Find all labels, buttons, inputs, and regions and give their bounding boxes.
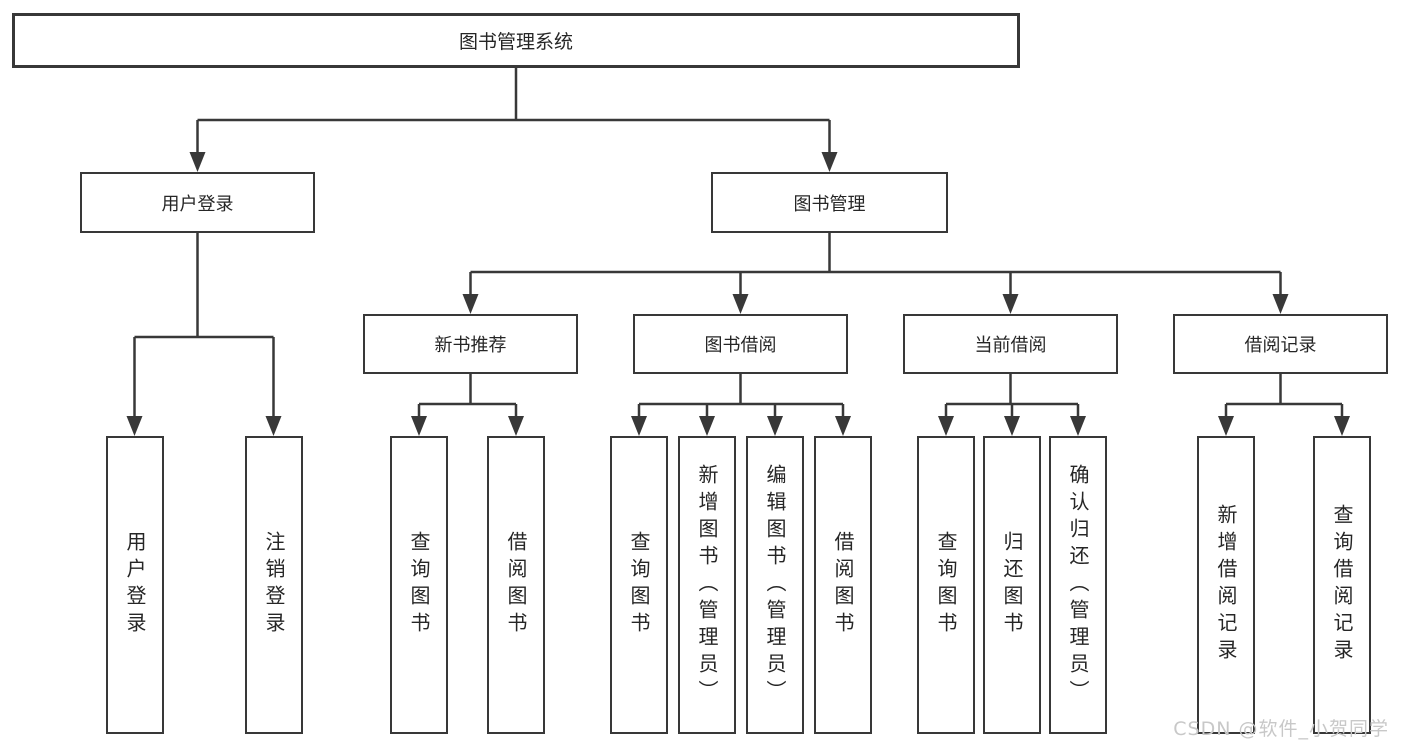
leaf-borrow-books-label: 借阅图书 [831, 531, 855, 639]
leaf-query-borrow-record: 查询借阅记录 [1313, 436, 1371, 734]
leaf-user-login: 用户登录 [106, 436, 164, 734]
leaf-add-books-admin: 新增图书（管理员） [678, 436, 736, 734]
leaf-confirm-return-admin-label: 确认归还（管理员） [1066, 463, 1090, 707]
node-new-book-recommend-label: 新书推荐 [434, 335, 507, 356]
leaf-recommend-borrow-books-label: 借阅图书 [504, 531, 528, 639]
leaf-logout: 注销登录 [245, 436, 303, 734]
node-user-login-label: 用户登录 [161, 193, 234, 215]
node-current-borrow: 当前借阅 [903, 314, 1118, 374]
leaf-logout-label: 注销登录 [262, 531, 286, 639]
leaf-edit-books-admin-label: 编辑图书（管理员） [763, 463, 787, 707]
leaf-return-books: 归还图书 [983, 436, 1041, 734]
leaf-confirm-return-admin: 确认归还（管理员） [1049, 436, 1107, 734]
node-book-management: 图书管理 [711, 172, 948, 233]
csdn-watermark: CSDN @软件_小贺同学 [1173, 718, 1389, 740]
leaf-recommend-query-books-label: 查询图书 [407, 531, 431, 639]
node-book-borrow-label: 图书借阅 [704, 335, 777, 356]
node-borrow-records: 借阅记录 [1173, 314, 1388, 374]
leaf-current-query-books-label: 查询图书 [934, 531, 958, 639]
leaf-add-borrow-record-label: 新增借阅记录 [1214, 504, 1238, 666]
leaf-recommend-query-books: 查询图书 [390, 436, 448, 734]
node-library-system: 图书管理系统 [12, 13, 1020, 68]
node-current-borrow-label: 当前借阅 [974, 335, 1047, 356]
node-book-borrow: 图书借阅 [633, 314, 848, 374]
node-user-login: 用户登录 [80, 172, 315, 233]
leaf-borrow-books: 借阅图书 [814, 436, 872, 734]
node-book-management-label: 图书管理 [793, 193, 866, 215]
leaf-edit-books-admin: 编辑图书（管理员） [746, 436, 804, 734]
leaf-add-books-admin-label: 新增图书（管理员） [695, 463, 719, 707]
node-borrow-records-label: 借阅记录 [1244, 335, 1317, 356]
leaf-user-login-label: 用户登录 [123, 531, 147, 639]
leaf-query-borrow-record-label: 查询借阅记录 [1330, 504, 1354, 666]
node-new-book-recommend: 新书推荐 [363, 314, 578, 374]
leaf-borrow-query-books-label: 查询图书 [627, 531, 651, 639]
node-library-system-label: 图书管理系统 [458, 31, 573, 53]
leaf-current-query-books: 查询图书 [917, 436, 975, 734]
leaf-borrow-query-books: 查询图书 [610, 436, 668, 734]
leaf-return-books-label: 归还图书 [1000, 531, 1024, 639]
leaf-recommend-borrow-books: 借阅图书 [487, 436, 545, 734]
arrowheads [126, 152, 1350, 436]
leaf-add-borrow-record: 新增借阅记录 [1197, 436, 1255, 734]
